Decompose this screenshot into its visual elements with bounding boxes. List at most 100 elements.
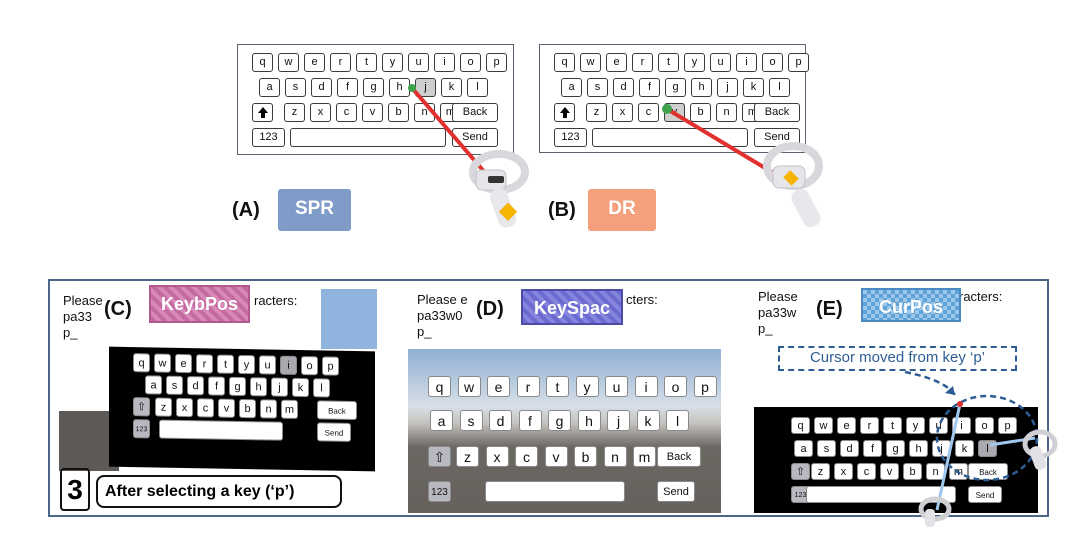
key-l[interactable]: l	[666, 410, 689, 431]
key-i[interactable]: i	[736, 53, 757, 72]
key-r[interactable]: r	[196, 354, 213, 374]
send-key[interactable]: Send	[452, 128, 498, 147]
back-key[interactable]: Back	[657, 446, 701, 467]
key-o[interactable]: o	[301, 356, 318, 376]
key-g[interactable]: g	[548, 410, 571, 431]
key-r[interactable]: r	[516, 376, 540, 397]
key-o[interactable]: o	[460, 53, 481, 72]
key-l[interactable]: l	[313, 378, 330, 398]
send-key[interactable]: Send	[317, 422, 351, 442]
key-z[interactable]: z	[155, 397, 172, 417]
key-s[interactable]: s	[587, 78, 608, 97]
key-a[interactable]: a	[259, 78, 280, 97]
num-key[interactable]: 123	[428, 481, 451, 502]
key-m[interactable]: m	[281, 399, 298, 419]
key-p[interactable]: p	[998, 417, 1017, 434]
key-h[interactable]: h	[250, 377, 267, 397]
key-y[interactable]: y	[382, 53, 403, 72]
key-k[interactable]: k	[441, 78, 462, 97]
num-key[interactable]: 123	[554, 128, 587, 147]
key-n[interactable]: n	[716, 103, 737, 122]
key-j[interactable]: j	[271, 377, 288, 397]
num-key[interactable]: 123	[133, 419, 150, 439]
space-key[interactable]	[806, 486, 956, 503]
key-h[interactable]: h	[691, 78, 712, 97]
key-f[interactable]: f	[639, 78, 660, 97]
key-q[interactable]: q	[554, 53, 575, 72]
key-d[interactable]: d	[613, 78, 634, 97]
key-i[interactable]: i	[434, 53, 455, 72]
key-x[interactable]: x	[834, 463, 853, 480]
key-u[interactable]: u	[710, 53, 731, 72]
key-l[interactable]: l	[769, 78, 790, 97]
space-key[interactable]	[485, 481, 625, 502]
back-key[interactable]: Back	[754, 103, 800, 122]
key-o[interactable]: o	[664, 376, 687, 397]
key-z[interactable]: z	[284, 103, 305, 122]
key-u[interactable]: u	[929, 417, 948, 434]
key-a[interactable]: a	[561, 78, 582, 97]
key-v[interactable]: v	[544, 446, 568, 467]
key-p[interactable]: p	[693, 376, 717, 397]
key-h[interactable]: h	[577, 410, 601, 431]
key-b[interactable]: b	[690, 103, 711, 122]
key-c[interactable]: c	[515, 446, 538, 467]
key-d[interactable]: d	[840, 440, 859, 457]
key-u[interactable]: u	[259, 355, 276, 375]
key-s[interactable]: s	[166, 375, 183, 395]
key-w[interactable]: w	[457, 376, 481, 397]
send-key[interactable]: Send	[968, 486, 1002, 503]
shift-key[interactable]: ⇧	[791, 463, 810, 480]
shift-key[interactable]: ⇧	[133, 397, 150, 417]
key-p[interactable]: p	[486, 53, 507, 72]
key-f[interactable]: f	[863, 440, 882, 457]
key-x[interactable]: x	[310, 103, 331, 122]
key-y[interactable]: y	[684, 53, 705, 72]
key-c[interactable]: c	[857, 463, 876, 480]
key-q[interactable]: q	[133, 353, 150, 373]
shift-key[interactable]	[554, 103, 575, 122]
key-i[interactable]: i	[280, 355, 297, 375]
key-g[interactable]: g	[886, 440, 905, 457]
key-j[interactable]: j	[607, 410, 630, 431]
key-j[interactable]: j	[717, 78, 738, 97]
key-t[interactable]: t	[356, 53, 377, 72]
key-w[interactable]: w	[580, 53, 601, 72]
key-x[interactable]: x	[176, 397, 193, 418]
key-s[interactable]: s	[459, 410, 483, 431]
shift-key[interactable]	[252, 103, 273, 122]
key-o[interactable]: o	[975, 417, 994, 434]
key-x[interactable]: x	[485, 446, 509, 467]
key-w[interactable]: w	[278, 53, 299, 72]
key-b[interactable]: b	[574, 446, 597, 467]
key-x[interactable]: x	[612, 103, 633, 122]
key-n[interactable]: n	[260, 399, 277, 419]
key-y[interactable]: y	[575, 376, 599, 397]
key-d[interactable]: d	[187, 376, 204, 396]
key-u[interactable]: u	[605, 376, 628, 397]
num-key[interactable]: 123	[252, 128, 285, 147]
key-a[interactable]: a	[145, 375, 162, 395]
key-y[interactable]: y	[906, 417, 925, 434]
key-z[interactable]: z	[586, 103, 607, 122]
key-f[interactable]: f	[208, 376, 225, 396]
key-z[interactable]: z	[456, 446, 479, 467]
key-c[interactable]: c	[197, 398, 214, 418]
key-a[interactable]: a	[794, 440, 813, 457]
space-key[interactable]	[159, 419, 283, 441]
key-p[interactable]: p	[788, 53, 809, 72]
key-l[interactable]: l	[467, 78, 488, 97]
key-k[interactable]: k	[636, 410, 660, 431]
back-key[interactable]: Back	[452, 103, 498, 122]
key-t[interactable]: t	[658, 53, 679, 72]
key-b[interactable]: b	[388, 103, 409, 122]
key-e[interactable]: e	[606, 53, 627, 72]
key-v[interactable]: v	[362, 103, 383, 122]
back-key[interactable]: Back	[317, 400, 357, 421]
shift-key[interactable]: ⇧	[428, 446, 451, 467]
key-q[interactable]: q	[791, 417, 810, 434]
key-k[interactable]: k	[743, 78, 764, 97]
key-e[interactable]: e	[304, 53, 325, 72]
key-v[interactable]: v	[218, 398, 235, 418]
key-r[interactable]: r	[860, 417, 879, 434]
